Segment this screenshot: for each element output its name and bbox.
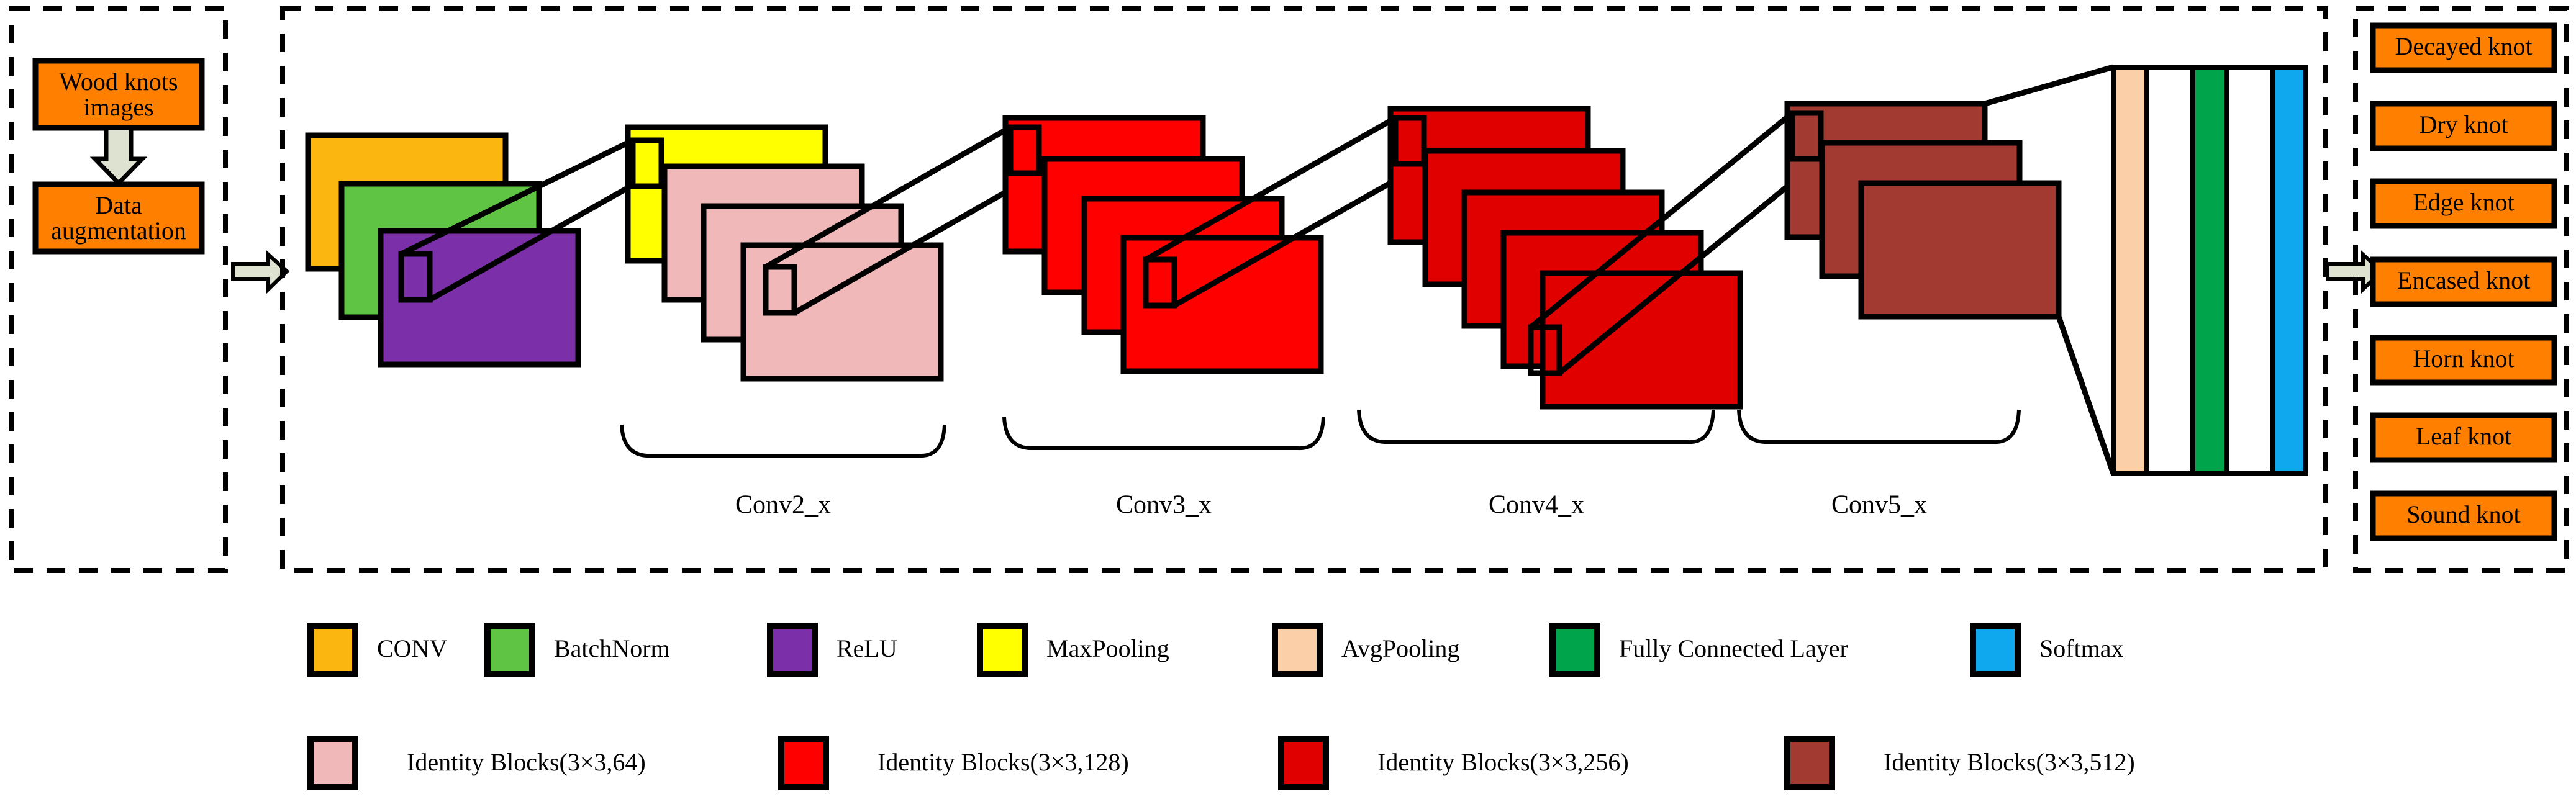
input-panel-border <box>9 6 228 573</box>
output-class-box-5 <box>2370 412 2557 463</box>
output-class-label-0: Decayed knot <box>2395 32 2532 60</box>
output-class-label-6: Sound knot <box>2406 500 2520 528</box>
output-class-label-4: Horn knot <box>2413 345 2514 372</box>
flatten-bar-1 <box>2144 65 2195 476</box>
conv5-to-head-projection-lower <box>2056 315 2116 475</box>
flatten-bar-2 <box>2224 65 2275 476</box>
output-class-label-1: Dry knot <box>2419 111 2508 138</box>
output-class-label-3: Encased knot <box>2397 266 2530 294</box>
conv5-brace <box>1737 409 2021 444</box>
conv3-to-conv4-projection-upper <box>1144 115 1397 262</box>
legend-label-maxpooling: MaxPooling <box>1046 634 1169 662</box>
output-class-box-6 <box>2370 490 2557 541</box>
conv4-output-kernel-patch <box>1528 324 1562 376</box>
legend-label-batchnorm: BatchNorm <box>554 634 670 662</box>
network-panel-border <box>280 6 2328 573</box>
conv4-to-conv5-projection-lower <box>1558 156 1823 376</box>
legend-swatch-identity-64 <box>307 736 358 790</box>
legend-swatch-maxpooling <box>977 623 1028 677</box>
legend-swatch-batchnorm <box>484 623 535 677</box>
legend-row-1: CONV BatchNorm ReLU MaxPooling AvgPoolin… <box>307 623 2124 677</box>
conv2-brace <box>620 424 946 458</box>
legend-swatch-avgpooling <box>1272 623 1323 677</box>
legend-label-conv: CONV <box>377 634 447 662</box>
legend-label-relu: ReLU <box>837 634 897 662</box>
stem-to-conv2-projection-lower <box>428 166 663 302</box>
legend-label-identity-128: Identity Blocks(3×3,128) <box>878 748 1129 776</box>
legend-swatch-identity-512 <box>1784 736 1835 790</box>
conv5-identity-block-3 <box>1858 180 2062 320</box>
data-augmentation-box <box>32 181 205 255</box>
avgpooling-bar <box>2111 65 2149 476</box>
output-class-box-0 <box>2370 22 2557 73</box>
conv3-brace <box>1002 417 1325 451</box>
legend-swatch-relu <box>767 623 818 677</box>
legend-label-avgpooling: AvgPooling <box>1341 634 1459 662</box>
head-bar-stack <box>2111 65 2308 476</box>
stem-kernel-patch <box>398 251 433 303</box>
conv4-identity-block-5 <box>1540 270 1743 410</box>
legend-label-softmax: Softmax <box>2039 634 2124 662</box>
legend-label-identity-256: Identity Blocks(3×3,256) <box>1377 748 1629 776</box>
conv2-to-conv3-projection-lower <box>792 171 1041 315</box>
legend-row-2: Identity Blocks(3×3,64) Identity Blocks(… <box>307 736 2135 790</box>
conv5-stage-label: Conv5_x <box>1831 491 1927 520</box>
data-augmentation-line2: augmentation <box>51 217 186 245</box>
wood-knots-images-line2: images <box>83 93 153 121</box>
output-class-list: Decayed knot Dry knot Edge knot Encased … <box>2370 22 2557 541</box>
output-class-label-2: Edge knot <box>2413 188 2514 216</box>
output-panel-border <box>2353 6 2569 573</box>
output-class-box-3 <box>2370 256 2557 307</box>
output-class-box-1 <box>2370 101 2557 151</box>
legend-swatch-identity-256 <box>1278 736 1329 790</box>
output-class-box-4 <box>2370 335 2557 386</box>
fully-connected-bar <box>2190 65 2229 476</box>
legend-swatch-fully-connected <box>1549 623 1600 677</box>
conv5-kernel-patch <box>1789 110 1824 162</box>
legend-swatch-conv <box>307 623 358 677</box>
stem-to-conv2-projection-upper <box>400 137 634 257</box>
legend-label-identity-64: Identity Blocks(3×3,64) <box>407 748 646 776</box>
down-arrow-icon <box>89 125 148 187</box>
output-class-box-2 <box>2370 178 2557 229</box>
softmax-bar <box>2270 65 2308 476</box>
conv4-to-conv5-projection-upper <box>1529 111 1794 330</box>
conv3-to-conv4-projection-lower <box>1172 161 1426 308</box>
conv2-to-conv3-projection-upper <box>764 125 1012 269</box>
conv3-kernel-patch <box>1007 124 1042 176</box>
conv2-kernel-patch <box>630 137 664 189</box>
wood-knots-images-line1: Wood knots <box>59 68 178 96</box>
conv4-brace <box>1357 409 1715 444</box>
legend-swatch-identity-128 <box>778 736 829 790</box>
conv3-stage-label: Conv3_x <box>1116 491 1212 520</box>
legend-label-fully-connected: Fully Connected Layer <box>1619 634 1848 662</box>
conv2-stage-label: Conv2_x <box>735 491 831 520</box>
conv3-output-kernel-patch <box>1143 256 1177 309</box>
data-augmentation-line1: Data <box>95 191 142 219</box>
conv4-kernel-patch <box>1392 115 1427 167</box>
conv2-output-kernel-patch <box>763 264 797 316</box>
conv5-to-head-projection-upper <box>1984 64 2115 107</box>
legend-label-identity-512: Identity Blocks(3×3,512) <box>1884 748 2135 776</box>
legend-swatch-softmax <box>1970 623 2021 677</box>
input-to-network-arrow-icon <box>231 250 290 294</box>
output-class-label-5: Leaf knot <box>2416 422 2511 450</box>
conv4-stage-label: Conv4_x <box>1489 491 1584 520</box>
